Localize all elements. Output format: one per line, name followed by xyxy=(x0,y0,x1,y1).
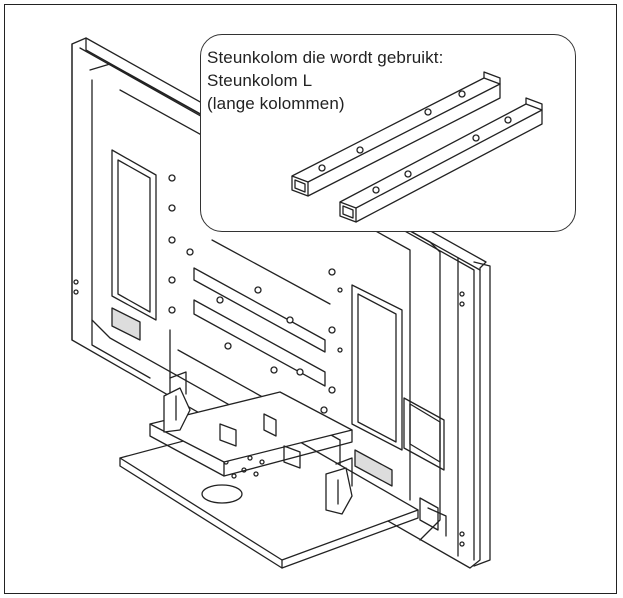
callout-text: Steunkolom die wordt gebruikt: Steunkolo… xyxy=(207,46,507,115)
left-vent-panel xyxy=(111,149,157,341)
callout-line-2: Steunkolom L xyxy=(207,71,313,90)
support-column-1 xyxy=(291,71,501,197)
support-columns-illustration xyxy=(291,71,543,223)
screw-holes xyxy=(73,174,465,547)
right-vent-panel xyxy=(351,284,403,487)
tv-stand xyxy=(119,371,419,569)
callout-line-3: (lange kolommen) xyxy=(207,94,345,113)
support-column-2 xyxy=(339,97,543,223)
callout-line-1: Steunkolom die wordt gebruikt: xyxy=(207,48,444,67)
right-bracket xyxy=(403,397,447,537)
